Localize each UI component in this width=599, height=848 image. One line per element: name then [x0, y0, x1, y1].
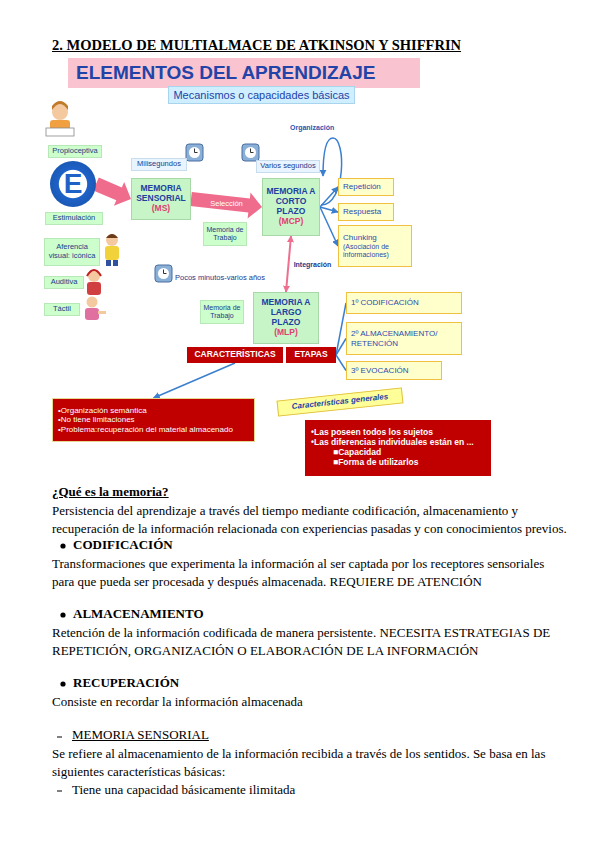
node-text: (MCP)	[266, 217, 316, 227]
listening-child-icon	[87, 270, 101, 295]
stage-box: 3º EVOCACIÓN	[346, 361, 442, 380]
node-text: MEMORIA A CORTO PLAZO	[266, 187, 316, 216]
node-text: •Las diferencias individuales están en .…	[311, 438, 485, 448]
process-box: Respuesta	[338, 203, 394, 221]
clock-icon	[242, 144, 259, 161]
node-text: Estimulación	[48, 214, 100, 223]
category-box: ETAPAS	[286, 347, 336, 363]
process-box: Repetición	[338, 178, 394, 196]
working-memory-box: Memoria de Trabajo	[203, 222, 247, 246]
flow-arrow	[93, 178, 131, 206]
node-text: Auditiva	[47, 278, 81, 287]
connector-line	[336, 355, 346, 371]
node-text: Milisegundos	[134, 160, 184, 169]
loop-label: Organización	[290, 124, 334, 131]
category-box: CARACTERÍSTICAS	[187, 347, 283, 363]
paragraph: Persistencia del aprendizaje a través de…	[52, 502, 567, 537]
node-text: 1º CODIFICACIÓN	[351, 298, 457, 307]
flow-arrow	[190, 192, 262, 219]
working-memory-box: Memoria de Trabajo	[200, 300, 244, 324]
tag-label: Características generales	[277, 387, 404, 416]
edge-label: Selección	[209, 199, 244, 208]
node-text: •Organización semántica	[58, 406, 249, 415]
node-text: ■Forma de utilizarlos	[333, 458, 485, 468]
node-text: Mecanismos o capacidades básicas	[169, 89, 354, 102]
dash-bullet	[57, 791, 62, 792]
features-box: •Las poseen todos los sujetos•Las difere…	[305, 420, 491, 476]
paragraph: Retención de la información codificada d…	[52, 624, 567, 659]
banner-title: ELEMENTOS DEL APRENDIZAJE	[68, 58, 420, 88]
node-text: Aferencia visual: icónica	[47, 243, 97, 260]
duration-label: Pocos minutos-varios años	[175, 273, 265, 282]
paragraph: Consiste en recordar la información alma…	[52, 693, 567, 711]
node-text: 3º EVOCACIÓN	[351, 366, 437, 375]
subsection-heading: MEMORIA SENSORIAL	[72, 727, 209, 743]
child-icon	[105, 234, 119, 266]
node-text: •No tiene limitaciones	[58, 415, 249, 424]
node-text: Chunking	[343, 233, 407, 242]
stage-box: 2º ALMACENAMIENTO/ RETENCIÓN	[346, 322, 462, 355]
input-box: Auditiva	[44, 276, 84, 289]
memory-box: MEMORIA SENSORIAL(MS)	[131, 178, 191, 220]
node-text: Memoria de Trabajo	[202, 304, 242, 320]
node-text: •Las poseen todos los sujetos	[311, 428, 485, 438]
connector-line	[320, 187, 338, 207]
bullet-heading: CODIFICACIÓN	[73, 537, 173, 553]
node-text: Respuesta	[343, 207, 389, 216]
node-text: Varios segundos	[259, 162, 317, 171]
connector-line	[336, 339, 346, 356]
paragraph: Se refiere al almacenamiento de la infor…	[52, 745, 567, 780]
node-text: (Asociación de informaciones)	[343, 243, 407, 259]
duration-box: Milisegundos	[131, 158, 187, 171]
page-heading: 2. MODELO DE MULTIALMACE DE ATKINSON Y S…	[52, 37, 461, 54]
subtitle-box: Mecanismos o capacidades básicas	[168, 86, 355, 104]
connector-line	[154, 363, 236, 398]
connector-line	[336, 303, 346, 355]
paragraph: Transformaciones que experimenta la info…	[52, 555, 567, 590]
bullet-heading: RECUPERACIÓN	[73, 675, 179, 691]
bullet-dot	[60, 612, 65, 617]
clock-icon	[186, 144, 203, 161]
node-text: Características generales	[281, 391, 399, 412]
node-text: Memoria de Trabajo	[205, 226, 245, 242]
node-text: •Problema:recuperación del material alma…	[58, 425, 249, 434]
bullet-dot	[60, 681, 65, 686]
dash-bullet	[57, 737, 62, 738]
memory-box: MEMORIA A LARGO PLAZO(MLP)	[253, 292, 319, 344]
input-box: Propioceptiva	[48, 145, 102, 158]
process-box: Chunking(Asociación de informaciones)	[338, 225, 412, 267]
touching-child-icon	[85, 297, 106, 321]
input-box: Estimulación	[45, 212, 103, 225]
node-text: MEMORIA A LARGO PLAZO	[257, 298, 315, 327]
node-text: ■Capacidad	[333, 448, 485, 458]
clock-icon	[155, 265, 172, 282]
node-text: ETAPAS	[289, 350, 333, 360]
reading-girl-icon	[46, 101, 74, 136]
node-text: E	[50, 168, 96, 200]
list-item: Tiene una capacidad básicamente ilimitad…	[72, 781, 295, 799]
features-box: •Organización semántica•No tiene limitac…	[52, 398, 255, 442]
stage-box: 1º CODIFICACIÓN	[346, 292, 462, 314]
connector-line	[320, 207, 338, 246]
node-text: ELEMENTOS DEL APRENDIZAJE	[76, 62, 420, 84]
input-box: Aferencia visual: icónica	[44, 238, 100, 266]
node-text: (MLP)	[257, 328, 315, 338]
node-text: Táctil	[47, 305, 77, 314]
node-text: 2º ALMACENAMIENTO/ RETENCIÓN	[351, 329, 457, 347]
bullet-heading: ALMACENAMIENTO	[73, 606, 204, 622]
duration-box: Varios segundos	[256, 160, 320, 173]
node-text: Repetición	[343, 182, 389, 191]
input-box: Táctil	[44, 303, 80, 316]
node-text: Propioceptiva	[51, 147, 99, 156]
node-text: MEMORIA SENSORIAL	[135, 184, 187, 204]
bullet-dot	[60, 543, 65, 548]
section-heading: ¿Qué es la memoria?	[52, 484, 169, 500]
node-text: CARACTERÍSTICAS	[190, 350, 280, 360]
connector-line	[286, 236, 291, 292]
edge-label: Integración	[293, 261, 333, 268]
memory-box: MEMORIA A CORTO PLAZO(MCP)	[262, 178, 320, 236]
node-text: (MS)	[135, 204, 187, 214]
stimulus-circle: E	[50, 161, 96, 207]
